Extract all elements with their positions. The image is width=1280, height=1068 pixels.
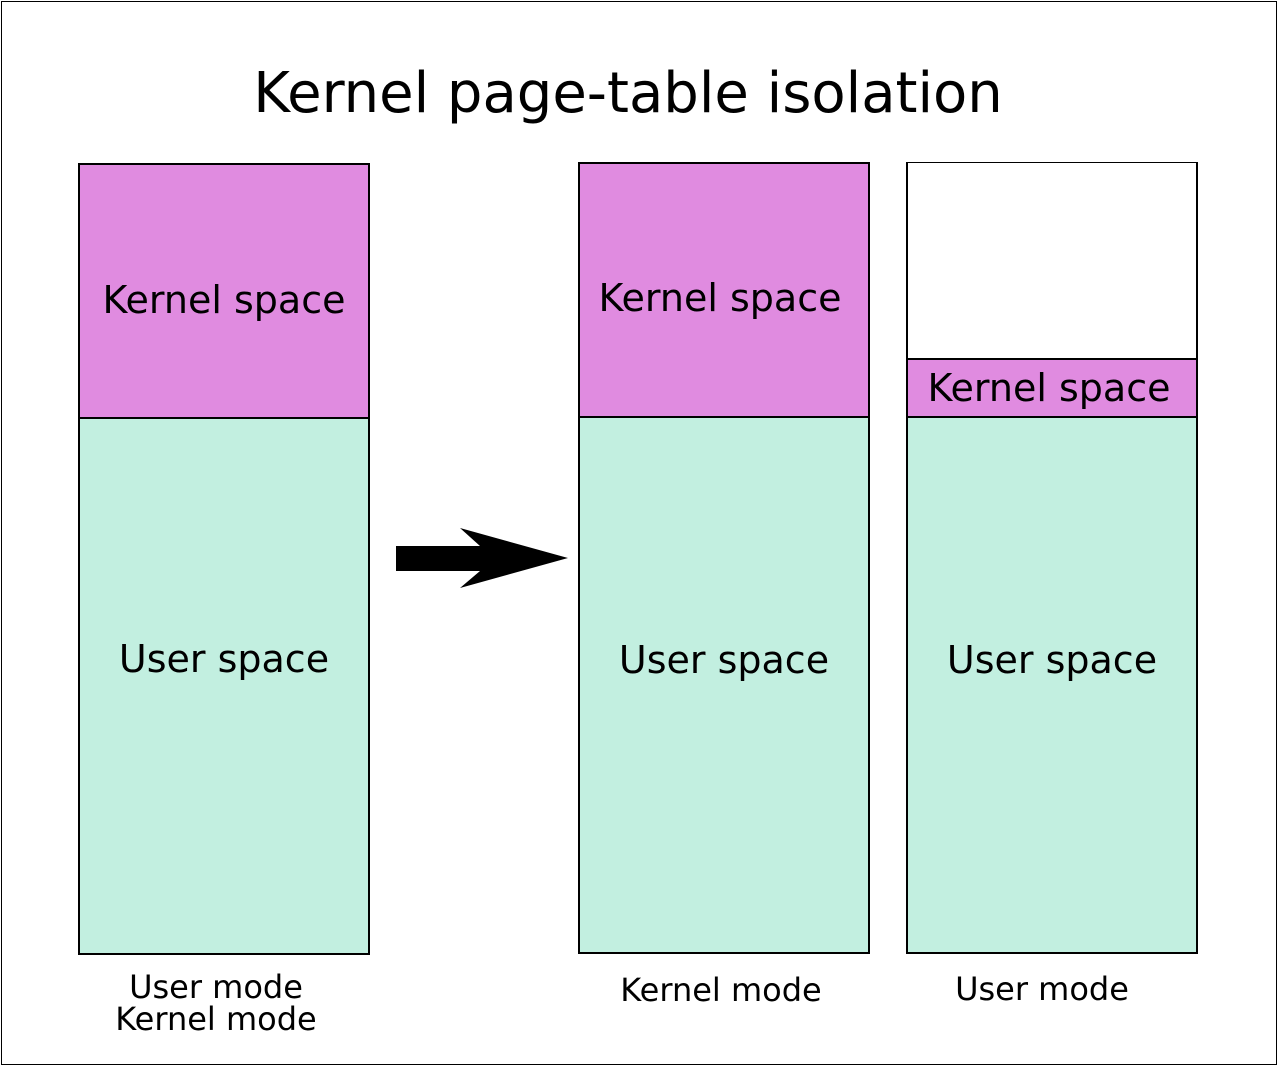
before-caption-kernel-mode: Kernel mode bbox=[115, 1000, 317, 1038]
user-mode-unmapped-block bbox=[906, 162, 1198, 360]
kernel-mode-user-space-label: User space bbox=[618, 638, 830, 682]
right-arrow-icon bbox=[396, 528, 568, 588]
user-mode-kernel-space-block: Kernel space bbox=[906, 358, 1198, 418]
before-kernel-space-block: Kernel space bbox=[78, 163, 370, 419]
before-user-space-label: User space bbox=[118, 637, 330, 681]
kernel-mode-kernel-space-block: Kernel space bbox=[578, 162, 870, 418]
user-mode-caption: User mode bbox=[955, 970, 1129, 1008]
before-user-space-block: User space bbox=[78, 417, 370, 955]
before-caption-user-mode: User mode bbox=[129, 968, 303, 1006]
user-mode-user-space-label: User space bbox=[946, 638, 1158, 682]
kernel-mode-user-space-block: User space bbox=[578, 416, 870, 954]
before-kernel-space-label: Kernel space bbox=[102, 278, 346, 322]
diagram-title: Kernel page-table isolation bbox=[253, 61, 1003, 126]
kernel-mode-caption: Kernel mode bbox=[620, 971, 822, 1009]
user-mode-user-space-block: User space bbox=[906, 416, 1198, 954]
kernel-mode-kernel-space-label: Kernel space bbox=[598, 276, 842, 320]
user-mode-kernel-space-label: Kernel space bbox=[927, 366, 1171, 410]
